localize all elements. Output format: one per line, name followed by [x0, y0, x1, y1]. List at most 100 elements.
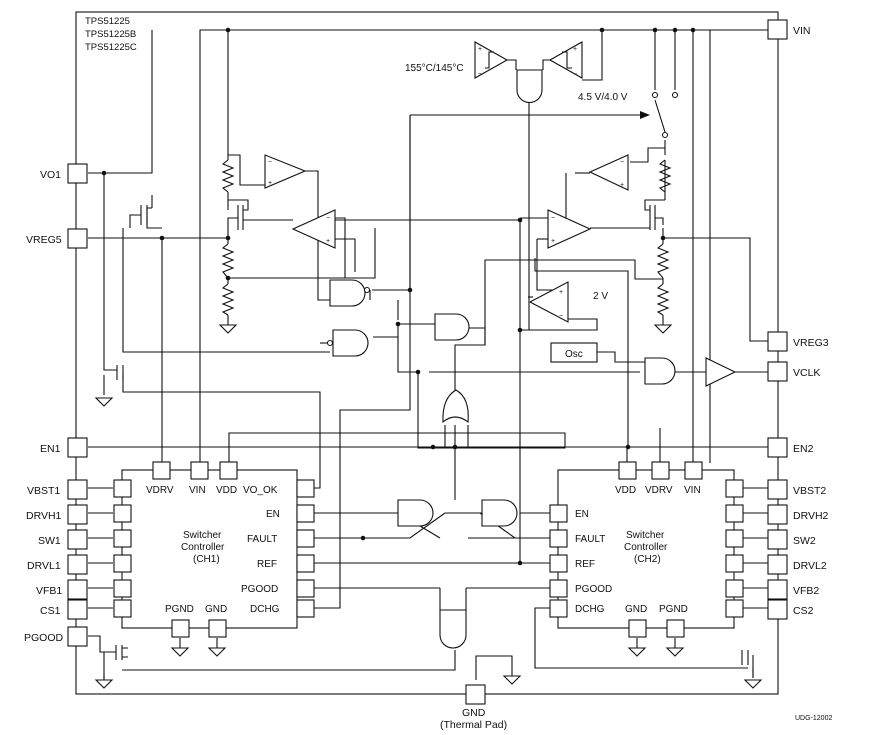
left-pin-label-drvl1: DRVL1	[27, 560, 61, 572]
left-pin-cs1: CS1	[40, 599, 88, 620]
right-pin-vfb2: VFB2	[767, 579, 819, 600]
ch2-pgnd-ground	[665, 647, 685, 657]
pgood-and-gate	[439, 609, 467, 649]
ch1-resistor-mid	[221, 243, 235, 279]
ch2-feedback-amp: − +	[588, 154, 629, 191]
left-pin-vo1: VO1	[40, 163, 88, 184]
ch1-label-gnd: GND	[205, 604, 227, 615]
oscillator-block	[550, 342, 598, 363]
ch1-inner-pin-4	[113, 554, 132, 573]
ch1-inner-pin-2	[113, 504, 132, 523]
ch2-discharge-mosfet	[741, 650, 754, 678]
ch2-resistor-top	[658, 159, 672, 193]
ch2-inner-pin-6	[725, 599, 744, 618]
nand-gate-1	[329, 279, 371, 307]
right-pin-label-vin: VIN	[793, 25, 811, 37]
ch2-inner-pin-3	[725, 529, 744, 548]
svg-text:−: −	[573, 71, 577, 78]
oscillator-label: Osc	[565, 349, 583, 360]
ch2-pin-fault	[549, 529, 568, 548]
ch2-resistor-mid	[656, 243, 670, 279]
ch1-pin-pgood	[296, 579, 315, 598]
ch1-pin-dchg	[296, 599, 315, 618]
ch1-fault-and	[397, 499, 434, 527]
svg-text:+: +	[478, 46, 482, 53]
right-pin-vbst2: VBST2	[767, 479, 826, 500]
ch2-title-line2: Controller	[624, 542, 668, 553]
part-number-2: TPS51225B	[85, 29, 136, 40]
left-pin-vbst1: VBST1	[27, 479, 88, 500]
ch2-pin-ref	[549, 554, 568, 573]
left-pin-label-vbst1: VBST1	[27, 485, 60, 497]
ch2-pin-pgnd	[666, 619, 685, 638]
left-pin-label-cs1: CS1	[40, 605, 61, 617]
vo1-discharge-mosfet	[103, 365, 124, 395]
right-pin-sw2: SW2	[767, 529, 816, 550]
left-pin-label-vfb1: VFB1	[36, 585, 62, 597]
ch1-label-ref: REF	[257, 559, 277, 570]
ch2-title-line1: Switcher	[626, 530, 665, 541]
right-pin-en2: EN2	[767, 437, 814, 458]
svg-text:−: −	[620, 159, 624, 166]
thermal-comparator: + −	[474, 41, 509, 79]
wires	[88, 29, 768, 680]
ch1-title-line1: Switcher	[183, 530, 222, 541]
vclk-buffer	[705, 357, 737, 387]
ch2-label-gnd: GND	[625, 604, 647, 615]
ch2-ground-symbol	[653, 324, 673, 334]
ch2-label-vdrv: VDRV	[645, 485, 673, 496]
thermal-threshold-label: 155°C/145°C	[405, 63, 464, 74]
left-pin-en1: EN1	[40, 437, 88, 458]
right-pin-label-vreg3: VREG3	[793, 337, 829, 349]
ch2-label-vdd: VDD	[615, 485, 636, 496]
svg-text:−: −	[551, 215, 555, 222]
ch1-title-line2: Controller	[181, 542, 225, 553]
bottom-pin-label-gnd: GND	[462, 707, 486, 719]
left-pin-sw1: SW1	[38, 529, 88, 550]
left-pin-drvh1: DRVH1	[26, 504, 88, 525]
ref-2v-label: 2 V	[593, 291, 608, 302]
left-pin-label-sw1: SW1	[38, 535, 61, 547]
ch1-label-dchg: DCHG	[250, 604, 280, 615]
right-pin-drvh2: DRVH2	[767, 504, 829, 525]
left-pin-vreg5: VREG5	[26, 228, 88, 249]
ch2-label-pgnd: PGND	[659, 604, 688, 615]
ch2-pin-pgood	[549, 579, 568, 598]
ch2-gnd-ground	[627, 647, 647, 657]
right-pin-label-cs2: CS2	[793, 605, 814, 617]
nand-gate-2	[326, 329, 369, 357]
ch1-resistor-low	[221, 283, 235, 316]
right-pin-label-vclk: VCLK	[793, 367, 820, 379]
ch1-label-vin: VIN	[189, 485, 206, 496]
ch2-inner-pin-5	[725, 579, 744, 598]
ch2-inner-pin-1	[725, 479, 744, 498]
left-pin-drvl1: DRVL1	[27, 554, 88, 575]
ch1-pin-pgnd	[171, 619, 190, 638]
right-pin-label-drvl2: DRVL2	[793, 560, 827, 572]
left-pin-label-vreg5: VREG5	[26, 234, 62, 246]
svg-text:−: −	[559, 313, 563, 320]
bottom-pin-gnd: GND (Thermal Pad)	[440, 684, 507, 731]
ch2-fault-and	[481, 499, 518, 527]
right-pin-vclk: VCLK	[767, 361, 820, 382]
document-id: UDG-12002	[795, 715, 832, 722]
right-pin-label-drvh2: DRVH2	[793, 510, 829, 522]
ch2-resistor-low	[656, 283, 670, 316]
bottom-pin-label-thermal: (Thermal Pad)	[440, 719, 507, 731]
left-pin-label-en1: EN1	[40, 443, 61, 455]
ch2-pin-vdd	[618, 461, 637, 480]
ch1-feedback-amp: − +	[264, 154, 307, 189]
right-pin-vin: VIN	[767, 19, 811, 40]
ch1-inner-pin-6	[113, 599, 132, 618]
ch1-pin-vdd	[219, 461, 238, 480]
vclk-and-gate	[644, 357, 676, 385]
right-pin-cs2: CS2	[767, 599, 814, 620]
svg-text:+: +	[551, 238, 555, 245]
ch1-label-vdrv: VDRV	[146, 485, 174, 496]
svg-text:−: −	[268, 159, 272, 166]
ch1-pin-vdrv	[152, 461, 171, 480]
ch1-resistor-top	[221, 159, 235, 193]
left-pin-pgood: PGOOD	[24, 626, 88, 647]
ch1-pgnd-ground	[170, 647, 190, 657]
